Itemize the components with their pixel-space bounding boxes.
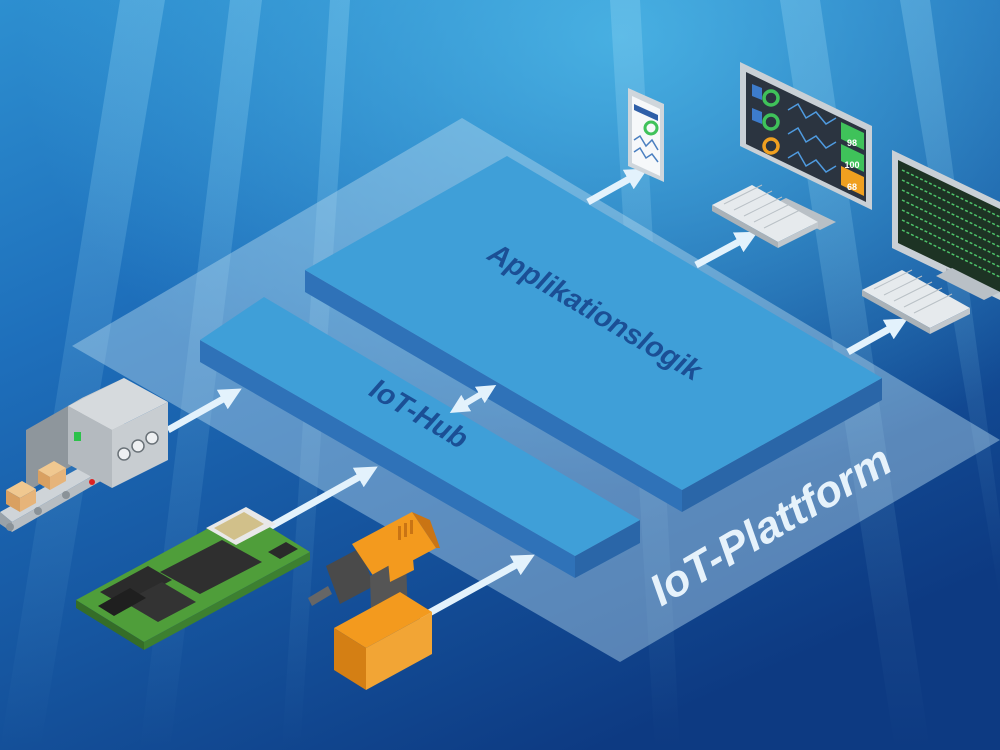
- gauge-2: [762, 113, 780, 131]
- cordless-drill-icon: [308, 512, 440, 690]
- gauge-1: [762, 89, 780, 107]
- tablet-icon: [628, 88, 664, 182]
- dashboard-value-2: 100: [844, 160, 859, 170]
- terminal-monitor-icon: [892, 150, 1000, 300]
- arrow-app-to-tablet: [586, 168, 648, 206]
- gauge-3: [762, 137, 780, 155]
- arrow-hub-app-bidirectional: [449, 385, 497, 413]
- arrow-board-to-hub: [266, 466, 378, 532]
- conveyor-machine-icon: [0, 378, 168, 532]
- arrow-machine-to-hub: [166, 388, 242, 434]
- arrow-drill-to-hub: [418, 554, 535, 622]
- iot-hub-slab: [200, 297, 640, 578]
- dashboard-value-1: 98: [847, 138, 857, 148]
- arrow-app-to-workstation: [694, 231, 758, 269]
- dashboard-value-3: 68: [847, 182, 857, 192]
- data-flow-arrows: [166, 168, 908, 622]
- keyboard-icon: [712, 184, 818, 248]
- circuit-board-icon: [76, 507, 310, 650]
- keyboard-icon-2: [862, 269, 970, 334]
- arrow-app-to-terminal: [846, 318, 908, 356]
